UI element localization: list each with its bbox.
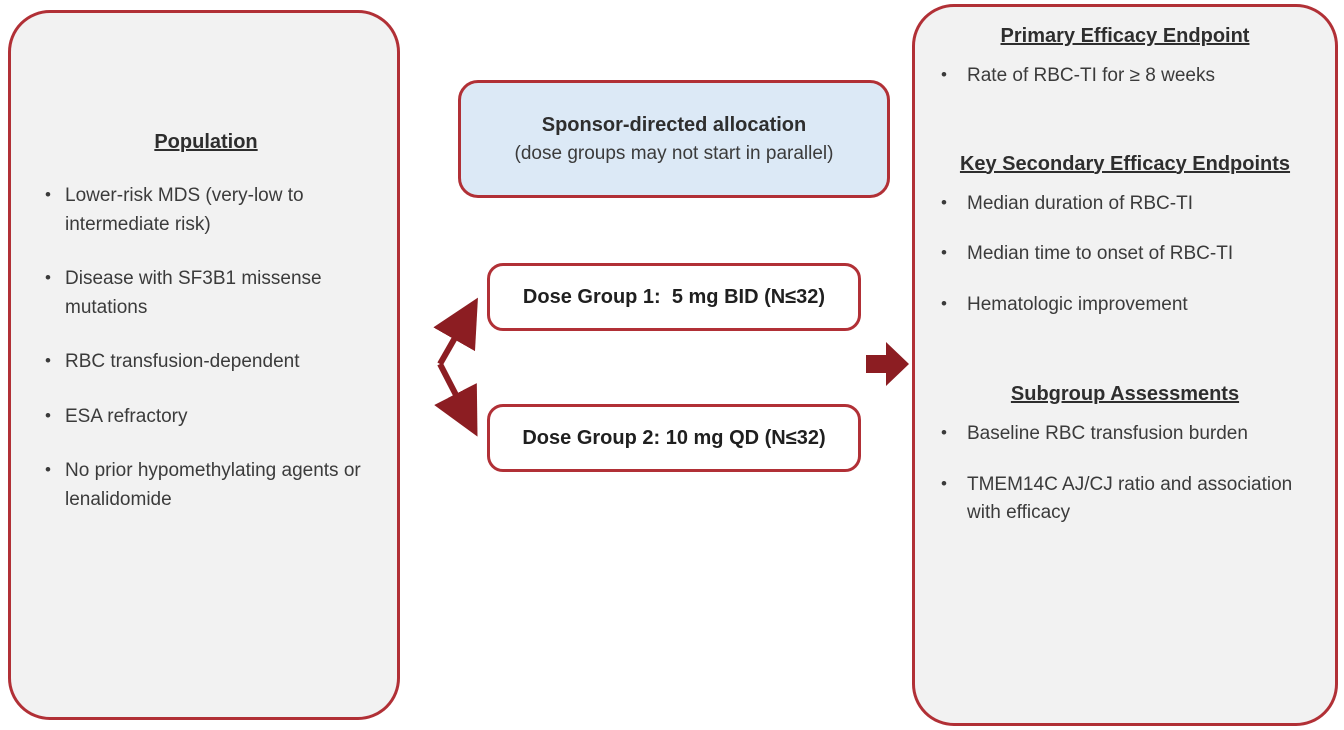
subgroup-assessments-section: Subgroup Assessments Baseline RBC transf… — [933, 383, 1317, 528]
population-title: Population — [154, 131, 258, 153]
dose-group-1-box: Dose Group 1: 5 mg BID (N≤32) — [487, 263, 861, 331]
dose-group-2-label: Dose Group 2: 10 mg QD (N≤32) — [522, 426, 826, 449]
population-item: No prior hypomethylating agents or lenal… — [41, 457, 371, 514]
population-item: Lower-risk MDS (very-low to intermediate… — [41, 182, 371, 239]
population-item: Disease with SF3B1 missense mutations — [41, 265, 371, 322]
primary-endpoint-list: Rate of RBC-TI for ≥ 8 weeks — [933, 62, 1317, 91]
population-item: RBC transfusion-dependent — [41, 348, 371, 377]
population-item: ESA refractory — [41, 403, 371, 432]
primary-endpoint-title: Primary Efficacy Endpoint — [1000, 25, 1250, 47]
population-box: Population Lower-risk MDS (very-low to i… — [8, 10, 400, 720]
secondary-endpoints-section: Key Secondary Efficacy Endpoints Median … — [933, 153, 1317, 320]
primary-endpoint-section: Primary Efficacy Endpoint Rate of RBC-TI… — [933, 25, 1317, 91]
subgroup-assessments-title: Subgroup Assessments — [1010, 383, 1240, 405]
dose-group-1-label: Dose Group 1: 5 mg BID (N≤32) — [522, 285, 826, 308]
endpoint-item: Rate of RBC-TI for ≥ 8 weeks — [933, 62, 1317, 91]
population-list: Lower-risk MDS (very-low to intermediate… — [41, 182, 371, 514]
secondary-endpoints-title: Key Secondary Efficacy Endpoints — [959, 152, 1291, 175]
endpoints-box: Primary Efficacy Endpoint Rate of RBC-TI… — [912, 4, 1338, 726]
block-arrow-to-endpoints — [866, 342, 909, 386]
endpoint-item: Hematologic improvement — [933, 291, 1317, 320]
secondary-endpoints-list: Median duration of RBC-TI Median time to… — [933, 190, 1317, 320]
dose-group-2-box: Dose Group 2: 10 mg QD (N≤32) — [487, 404, 861, 472]
allocation-title: Sponsor-directed allocation — [541, 113, 807, 136]
branch-arrow-to-dose1 — [433, 297, 478, 366]
endpoint-item: Baseline RBC transfusion burden — [933, 420, 1317, 449]
allocation-subtitle: (dose groups may not start in parallel) — [514, 142, 834, 164]
branch-arrow-to-dose2 — [434, 362, 478, 437]
subgroup-assessments-list: Baseline RBC transfusion burden TMEM14C … — [933, 420, 1317, 528]
allocation-box: Sponsor-directed allocation (dose groups… — [458, 80, 890, 198]
endpoint-item: Median time to onset of RBC-TI — [933, 240, 1317, 269]
endpoint-item: Median duration of RBC-TI — [933, 190, 1317, 219]
endpoint-item: TMEM14C AJ/CJ ratio and association with… — [933, 471, 1317, 528]
